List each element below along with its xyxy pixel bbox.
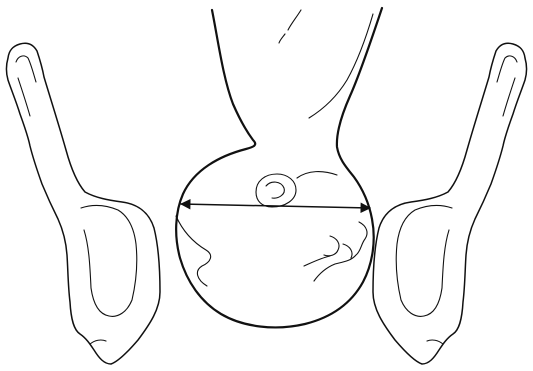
right-pelvic-bone <box>373 43 527 364</box>
left-pelvic-bone <box>7 43 161 364</box>
fetal-head-and-uterus <box>176 8 382 327</box>
measurement-arrow <box>181 204 370 208</box>
